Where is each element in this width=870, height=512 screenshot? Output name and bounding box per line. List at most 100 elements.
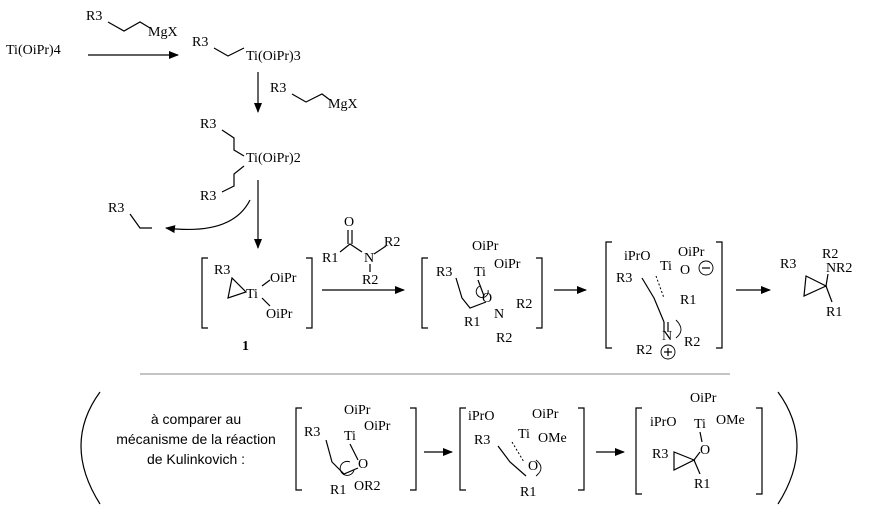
r1-label: R1 <box>826 305 842 320</box>
right-bracket <box>716 241 723 349</box>
r3-label: R3 <box>108 201 124 216</box>
amide-reagent: O R1 N R2 R2 <box>322 215 400 288</box>
titanium-isopropoxide: Ti(OiPr)4 <box>6 43 61 58</box>
r3-label: R3 <box>652 447 668 462</box>
n-label: N <box>662 329 672 344</box>
ti-label: Ti <box>518 427 530 442</box>
iminium-intermediate: iPrO OiPr Ti O R3 R1 N R2 R2 <box>605 241 723 360</box>
r1-label: R1 <box>330 483 346 498</box>
compound-number: 1 <box>242 339 249 354</box>
oipr-label: OiPr <box>472 239 499 254</box>
right-bracket <box>756 407 763 495</box>
o-label: O <box>528 459 538 474</box>
electron-push-arrow <box>675 319 682 339</box>
oxatitanacycle-intermediate: OiPr R3 Ti OiPr O N R2 R1 R2 <box>421 239 543 346</box>
oipr-label: OiPr <box>266 307 293 322</box>
r3-label: R3 <box>200 117 216 132</box>
left-bracket <box>421 257 428 329</box>
ipro-label: iPrO <box>650 415 676 430</box>
oipr-label: OiPr <box>678 245 705 260</box>
o-label: O <box>700 443 710 458</box>
r3-label: R3 <box>270 81 286 96</box>
electron-push-arrow <box>535 459 542 477</box>
caption-line-3: de Kulinkovich : <box>147 451 245 467</box>
r3-label: R3 <box>86 9 102 24</box>
left-bracket <box>605 241 612 349</box>
kulinkovich-oxatitanacycle: OiPr R3 Ti OiPr O R1 OR2 <box>295 403 417 498</box>
r3-label: R3 <box>192 35 208 50</box>
ti-label: Ti <box>474 265 486 280</box>
r3-label: R3 <box>780 257 796 272</box>
r3-label: R3 <box>436 265 452 280</box>
or2-label: OR2 <box>354 479 380 494</box>
ti-label: Ti <box>694 417 706 432</box>
caption-line-2: mécanisme de la réaction <box>116 431 276 447</box>
oipr-label: OiPr <box>494 257 521 272</box>
r3-label: R3 <box>214 263 230 278</box>
right-bracket <box>536 257 543 329</box>
r2-label: R2 <box>516 297 532 312</box>
o-label: O <box>358 457 368 472</box>
ti-label: Ti <box>246 287 258 302</box>
right-bracket <box>410 407 417 491</box>
electron-push-arrow <box>475 285 489 298</box>
left-bracket <box>295 407 302 491</box>
eliminated-alkane: R3 <box>108 201 152 229</box>
r2-label: R2 <box>362 273 378 288</box>
oipr-label: OiPr <box>690 391 717 406</box>
ome-label: OMe <box>538 431 567 446</box>
mgx-label: MgX <box>328 97 358 112</box>
r1-label: R1 <box>322 251 338 266</box>
left-bracket <box>459 407 466 491</box>
r3-label: R3 <box>616 271 632 286</box>
mgx-label: MgX <box>148 25 178 40</box>
r2-label: R2 <box>496 331 512 346</box>
o-label: O <box>680 263 690 278</box>
titanacyclopropane-1: R3 Ti OiPr OiPr <box>201 257 313 329</box>
ti-label: Ti <box>344 429 356 444</box>
kulinkovich-cyclopropanolate: OiPr iPrO Ti OMe O R3 R1 <box>635 391 763 495</box>
electron-push-arrow <box>339 460 355 476</box>
ti-oipr4-label: Ti(OiPr)4 <box>6 43 61 58</box>
right-bracket <box>306 257 313 329</box>
r2-label: R2 <box>636 343 652 358</box>
right-bracket <box>578 407 585 491</box>
n-label: N <box>494 307 504 322</box>
cyclopropylamine-product: R3 N R2 R2 R1 <box>780 247 852 320</box>
left-parenthesis <box>80 391 101 505</box>
r2-label: R2 <box>684 335 700 350</box>
grignard-reagent-2: R3 MgX <box>270 81 358 112</box>
ome-label: OMe <box>716 413 745 428</box>
n-label: N <box>826 261 836 276</box>
n-label: N <box>364 251 374 266</box>
caption-line-1: à comparer au <box>151 411 241 427</box>
comparison-caption: à comparer au mécanisme de la réaction d… <box>116 411 276 467</box>
r3-label: R3 <box>200 189 216 204</box>
left-bracket <box>635 407 642 495</box>
negative-charge <box>698 260 714 276</box>
r2-label: R2 <box>384 235 400 250</box>
oipr-label: OiPr <box>532 407 559 422</box>
r3-label: R3 <box>474 433 490 448</box>
dialkyl-titanium-diisopropoxide: R3 Ti(OiPr)2 R3 <box>200 117 301 204</box>
ti-label: Ti <box>660 259 672 274</box>
o-label: O <box>482 291 492 306</box>
alkyl-titanium-triisopropoxide: R3 Ti(OiPr)3 <box>192 35 301 64</box>
alkane-elimination-arrow <box>165 199 251 234</box>
r1-label: R1 <box>694 477 710 492</box>
grignard-reagent-1: R3 MgX <box>86 9 178 40</box>
oipr-label: OiPr <box>344 403 371 418</box>
oipr-label: OiPr <box>270 271 297 286</box>
r3-label: R3 <box>304 425 320 440</box>
positive-charge <box>660 344 676 360</box>
r1-label: R1 <box>464 315 480 330</box>
oipr-label: OiPr <box>364 419 391 434</box>
r2-label: R2 <box>836 261 852 276</box>
r1-label: R1 <box>520 485 536 500</box>
ti-oipr2-label: Ti(OiPr)2 <box>246 151 301 166</box>
kulinkovich-ketone-intermediate: iPrO OiPr Ti OMe R3 O R1 <box>459 407 585 500</box>
r2-label: R2 <box>822 247 838 262</box>
ti-oipr3-label: Ti(OiPr)3 <box>246 49 301 64</box>
o-label: O <box>344 215 354 230</box>
